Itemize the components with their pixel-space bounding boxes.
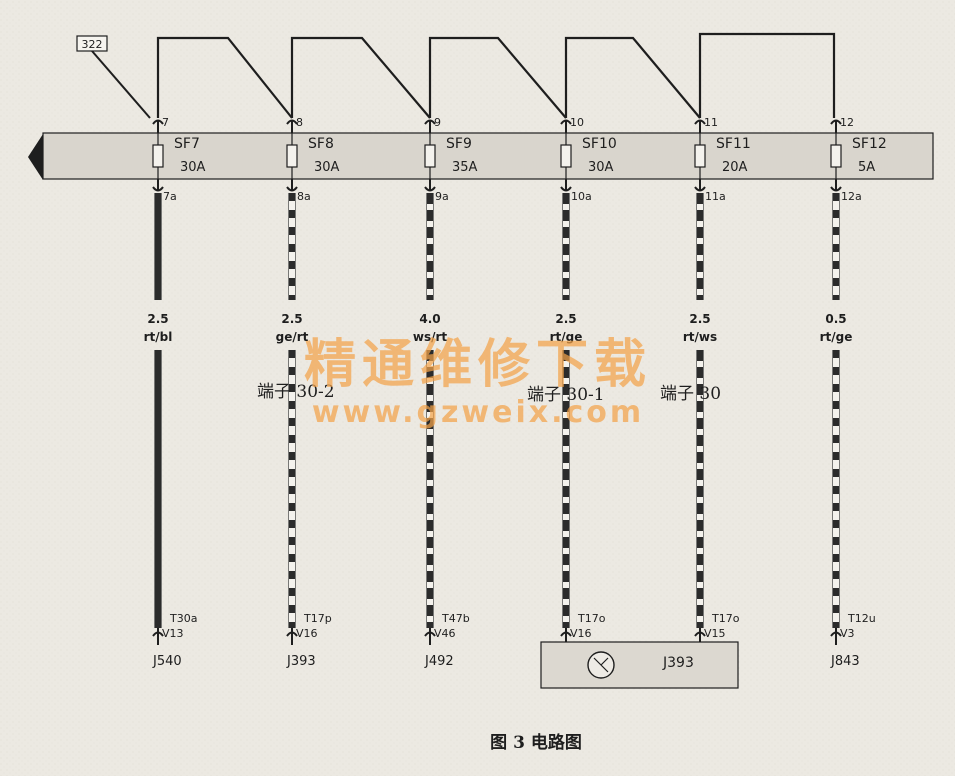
fuse-input-pin: 7 [162,116,169,129]
fuse-input-pin: 9 [434,116,441,129]
pin-arc [424,119,436,125]
pin-arc [560,186,572,192]
pin-arc [152,186,164,192]
fuse-output-pin: 10a [571,190,592,203]
connector-pin: T12u [847,612,876,625]
continuation-arrow-icon [28,134,43,180]
fuse-name: SF9 [446,136,472,152]
wire-color-label: rt/ge [820,330,853,344]
fuse-symbol-icon [694,144,706,168]
component-label: J540 [152,654,182,669]
wire-color-label: rt/bl [144,330,173,344]
fuse-symbol-icon [152,144,164,168]
fuse-rating: 30A [314,160,340,175]
fuse-output-pin: 9a [435,190,449,203]
wire-gauge-label: 2.5 [281,312,302,326]
wire-color-label: ge/rt [276,330,309,344]
wire-gauge-label: 2.5 [147,312,168,326]
wire-color-label: ws/rt [413,330,448,344]
reference-label: 322 [82,38,103,51]
fuse-input-pin: 10 [570,116,584,129]
fuse-rating: 5A [858,160,875,175]
connector-pin: T17o [711,612,740,625]
watermark-title: 精通维修下载 [304,335,652,395]
pin-arc [560,119,572,125]
fuse-symbol-icon [560,144,572,168]
fuse-rating: 20A [722,160,748,175]
connector-pin: T30a [169,612,197,625]
fuse-symbol-icon [424,144,436,168]
pin-arc [694,119,706,125]
connector-sub-pin: V13 [162,627,184,640]
connector-pin: T17p [303,612,332,625]
module-box-label: J393 [662,655,694,671]
fuse-output-pin: 12a [841,190,862,203]
pin-arc [830,186,842,192]
wire-color-label: rt/ws [683,330,717,344]
figure-caption: 图 3 电路图 [490,732,582,753]
module-box: J393 [540,641,739,689]
pin-arc [286,186,298,192]
fuse-symbol-icon [830,144,842,168]
terminal-30-label: 端子 30 [660,384,721,404]
terminal-30-2-label: 端子 30-2 [257,382,335,402]
wire-gauge-label: 2.5 [689,312,710,326]
fuse-rating: 30A [180,160,206,175]
fuse-name: SF11 [716,136,751,152]
fuse-rating: 30A [588,160,614,175]
fuse-holder-band [42,132,934,180]
fuse-rating: 35A [452,160,478,175]
connector-pin: T47b [441,612,470,625]
pin-arc [152,119,164,125]
connector-sub-pin: V16 [296,627,318,640]
connector-pin: T17o [577,612,606,625]
pin-arc [424,186,436,192]
wire-gauge-label: 2.5 [555,312,576,326]
fuse-symbol-icon [286,144,298,168]
wire-gauge-label: 4.0 [419,312,440,326]
fuse-input-pin: 12 [840,116,854,129]
fuse-input-pin: 11 [704,116,718,129]
component-label: J393 [286,654,316,669]
connector-sub-pin: V46 [434,627,456,640]
fuse-output-pin: 7a [163,190,177,203]
pin-arc [286,119,298,125]
component-label: J492 [424,654,454,669]
pin-arc [694,186,706,192]
fuse-name: SF10 [582,136,617,152]
fuse-input-pin: 8 [296,116,303,129]
connector-sub-pin: V16 [570,627,592,640]
fuse-name: SF7 [174,136,200,152]
fuse-name: SF12 [852,136,887,152]
bus-links [156,32,836,119]
wire-gauge-label: 0.5 [825,312,846,326]
wire-color-label: rt/ge [550,330,583,344]
connector-sub-pin: V15 [704,627,726,640]
fuse-name: SF8 [308,136,334,152]
fuse-output-pin: 8a [297,190,311,203]
watermark-url: www.gzweix.com [312,395,644,430]
pin-arc [830,119,842,125]
fuse-output-pin: 11a [705,190,726,203]
terminal-30-1-label: 端子 30-1 [527,385,605,405]
connector-sub-pin: V3 [840,627,855,640]
component-label: J843 [830,654,860,669]
reference-box: 322 [76,35,151,119]
